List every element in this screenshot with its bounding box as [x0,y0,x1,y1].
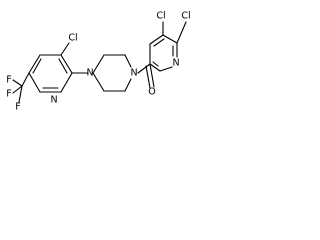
atom-label-f: F [6,89,11,100]
atom-label-n: N [130,68,137,79]
piperazine-ring [92,54,132,92]
bond [137,63,151,74]
bond [18,85,23,103]
atom-label-cl: Cl [156,11,165,22]
bond [149,34,164,45]
bond [28,54,41,74]
bond [60,42,70,56]
bond [58,58,68,74]
atom-label-cl: Cl [181,11,190,22]
atom-label-n: N [50,95,57,106]
bond [12,79,23,87]
atom-label-o: O [148,87,155,98]
right-pyridine-ring [149,34,178,72]
bond [176,21,187,44]
bond [124,78,132,92]
bond [28,72,41,93]
bond [12,85,23,94]
atom-label-n: N [172,58,179,69]
bond [149,63,161,72]
bond [159,66,173,72]
bond [60,72,73,93]
bond [21,72,30,87]
atom-label-cl: Cl [68,33,77,44]
bond [124,54,132,68]
atom-label-n: N [86,68,93,79]
bond [32,58,42,74]
bond [145,65,151,89]
bond [153,38,165,47]
bond [92,72,105,92]
bond [162,34,178,44]
bond [60,54,73,74]
left-pyridine-ring [28,54,73,93]
chemical-structure-diagram: Cl N F F F N N O Cl Cl N [6,11,190,113]
bond [92,54,105,74]
bond [149,63,155,88]
atom-label-f: F [15,102,20,113]
bond [152,61,159,67]
atom-label-f: F [6,75,11,86]
